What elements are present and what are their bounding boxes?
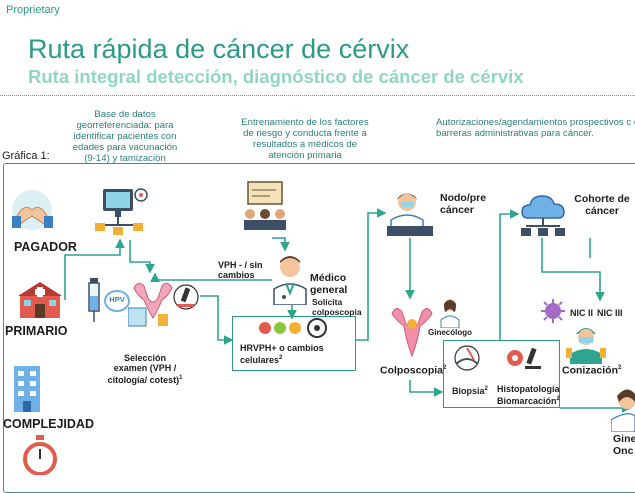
- cervix-icon: [127, 278, 178, 328]
- microscope-icon: [173, 284, 199, 312]
- oncologist-icon: [610, 388, 635, 433]
- biopsia-label: Biopsia2: [452, 386, 488, 396]
- biopsia-histopatologia-box: [443, 340, 560, 408]
- ginecologo-label: Ginecólogo: [428, 328, 472, 337]
- proprietary-label: Proprietary: [6, 4, 60, 16]
- description-col3: Autorizaciones/agendamientos prospectivo…: [436, 117, 635, 139]
- vaccine-icon: [85, 278, 103, 322]
- histology-icon: [505, 346, 545, 372]
- page-subtitle: Ruta integral detección, diagnóstico de …: [28, 66, 524, 87]
- flow-doctor-to-exam: [150, 272, 272, 282]
- solicita-colposcopia-label: Solicita colposcopia: [312, 297, 362, 317]
- header-divider: [0, 95, 635, 96]
- actor-complejidad: COMPLEJIDAD: [3, 417, 94, 431]
- hospital-icon: [16, 280, 64, 320]
- nic3-label: NIC III: [597, 308, 623, 318]
- hpv-badge-label: HPV: [109, 295, 125, 304]
- hrvph-label: HRVPH+ o cambios celulares2: [240, 343, 324, 365]
- actor-pagador: PAGADOR: [14, 240, 77, 254]
- surgeon-icon: [566, 322, 606, 364]
- building-icon: [12, 362, 42, 412]
- hpv-badge: [104, 290, 130, 312]
- figure-label: Gráfica 1:: [2, 150, 50, 162]
- description-col2: Entrenamiento de los factores de riesgo …: [241, 117, 369, 161]
- doctor-icon: [270, 253, 310, 306]
- colposcopia-label: Colposcopia2: [380, 364, 447, 377]
- flow-exam-to-hrvph: [200, 295, 234, 345]
- training-icon: [240, 180, 290, 232]
- doctor-female-icon: [385, 190, 435, 238]
- actor-primario: PRIMARIO: [5, 324, 68, 338]
- flow-training-to-doctor: [272, 237, 290, 252]
- uterus-icon: [388, 300, 436, 360]
- flow-cohorte-to-nic: [541, 238, 605, 302]
- biopsy-icon: [450, 344, 484, 372]
- flow-lines: [64, 208, 632, 413]
- flow-database-to-exam: [129, 240, 155, 274]
- seleccion-examen-label: Selección examen (VPH / citología/ cotes…: [107, 353, 183, 385]
- description-col1: Base de datos georreferenciada: para ide…: [72, 109, 178, 164]
- cloud-network-icon: [518, 192, 570, 238]
- page-title: Ruta rápida de cáncer de cérvix: [28, 34, 410, 64]
- cohorte-cancer-label: Cohorte de cáncer: [574, 193, 630, 217]
- flow-primario-to-database: [64, 238, 125, 300]
- nic2-label: NIC II: [570, 308, 594, 318]
- nodo-pre-cancer-label: Nodo/pre cáncer: [440, 192, 487, 216]
- vph-sin-cambios-label: VPH - / sin cambios: [218, 260, 263, 280]
- medico-general-label: Médico general: [310, 272, 348, 296]
- handshake-icon: [10, 188, 55, 233]
- flow-colposcopia-to-biopsia: [409, 380, 444, 397]
- flow-box-to-cohorte: [499, 209, 520, 340]
- hrvph-box: [232, 316, 356, 371]
- flow-hrvph-to-nodo: [355, 208, 387, 341]
- virus-icon: [540, 298, 566, 324]
- conizacion-label: Conización2: [562, 364, 622, 377]
- virus-cells-icon: [255, 318, 345, 338]
- computer-network-icon: [95, 185, 150, 235]
- gine-onco-label: Gine Onc: [613, 433, 635, 457]
- histopatologia-label: Histopatología Biomarcación2: [497, 384, 560, 406]
- stopwatch-icon: [22, 435, 58, 476]
- ginecologo-icon: [440, 298, 460, 329]
